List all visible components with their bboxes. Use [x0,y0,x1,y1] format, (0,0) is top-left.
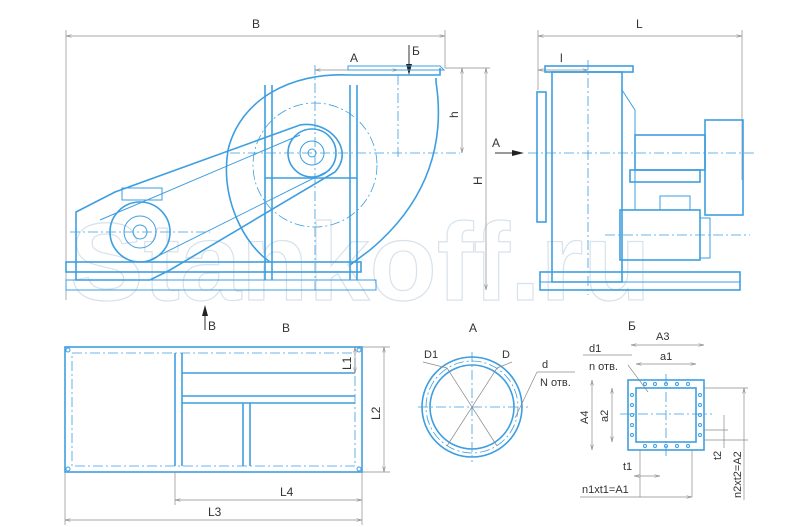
length-dim-label: L [636,17,643,31]
a1-dim-label: a1 [660,351,672,363]
hole-d-label: d [542,359,548,371]
base-view-title: В [282,321,290,335]
width-dim-label: В [252,17,260,31]
front-view: L l А [492,17,755,295]
outlet-offset-label: А [350,51,358,65]
outlet-view-title: Б [628,319,636,333]
hole-count-label: n отв. [589,361,618,373]
a2-dim-label: a2 [599,410,611,422]
inlet-view: А D1 D d N отв. [418,321,575,462]
d1-hole-label: d1 [589,343,601,355]
d-dim-label: D [502,349,510,361]
holes-count-label: N отв. [540,377,571,389]
total-height-label: H [471,176,485,185]
t1-dim-label: t1 [623,461,632,473]
l1-dim-label: L1 [340,356,354,370]
l4-dim-label: L4 [280,485,294,499]
l2-dim-label: L2 [369,406,383,420]
base-view: В L1 L2 L4 L3 [64,321,390,525]
a3-dim-label: А3 [656,331,669,343]
l3-dim-label: L3 [208,505,222,519]
view-a-arrow-label: А [492,136,500,150]
inlet-view-title: А [469,321,477,335]
a4-dim-label: А4 [579,411,591,424]
n1t1-dim-label: n1xt1=A1 [582,484,629,496]
outlet-view: Б А3 a1 d1 n отв. А4 a2 n2xt2=A2 t2 t1 [579,319,748,500]
n2t2-dim-label: n2xt2=A2 [732,451,744,498]
d1-dim-label: D1 [424,349,438,361]
view-b-arrow-label: Б [412,44,420,58]
section-v-arrow-label: В [208,319,216,333]
side-view: В А Б h H [65,17,490,333]
t2-dim-label: t2 [712,451,724,460]
outlet-height-label: h [447,111,461,118]
offset-dim-label: l [560,51,563,65]
